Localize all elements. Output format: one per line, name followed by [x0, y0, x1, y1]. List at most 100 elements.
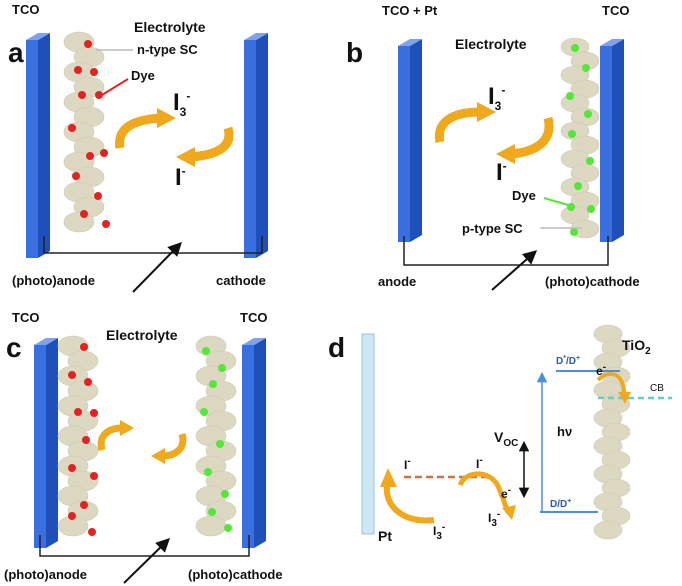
panel-c-letter: c: [6, 332, 22, 363]
dye-molecule: [88, 528, 96, 536]
panel-a-letter: a: [8, 37, 24, 68]
panel-c-photoanode-label: (photo)anode: [4, 567, 87, 582]
panel-a-cathode-tco-electrode: [244, 33, 268, 258]
dye-molecule: [204, 468, 212, 476]
dye-molecule: [90, 68, 98, 76]
dye-molecule: [587, 205, 595, 213]
panel-c-n-type-particle-chain: [57, 335, 99, 537]
panel-b-external-circuit: [403, 236, 609, 266]
dye-molecule: [100, 149, 108, 157]
semiconductor-particle: [63, 211, 95, 233]
panel-a-n-type-particle-chain: [63, 31, 105, 233]
panel-d-cb-label: CB: [650, 383, 664, 394]
panel-d-regeneration-arrow: [457, 471, 516, 520]
panel-d-hv-label: hν: [557, 424, 572, 439]
panel-d-electron-to-redox: e-: [501, 485, 511, 501]
dye-molecule: [584, 110, 592, 118]
panel-b-anode-tco-pt-electrode: [398, 39, 422, 242]
panel-a-iodide-ion: I-: [175, 164, 186, 191]
dye-molecule: [84, 378, 92, 386]
panel-b: b TCO + Pt TCO Electrolyte I3- I-: [346, 3, 640, 291]
panel-b-letter: b: [346, 37, 363, 68]
dye-molecule: [68, 464, 76, 472]
panel-d-ground-state-label: D/D+: [550, 498, 571, 510]
panel-d-excited-state-label: D*/D+: [556, 355, 580, 367]
panel-d-iodide-right: I-: [476, 455, 483, 471]
dye-molecule: [218, 364, 226, 372]
panel-a: a TCO Electrolyte n-type SC Dye I3-: [8, 2, 268, 293]
dye-molecule: [80, 343, 88, 351]
dye-molecule: [102, 220, 110, 228]
panel-a-electrolyte-label: Electrolyte: [134, 19, 206, 35]
dye-molecule: [68, 512, 76, 520]
dye-molecule: [68, 124, 76, 132]
dye-molecule: [84, 40, 92, 48]
panel-c-external-circuit: [39, 535, 250, 557]
panel-b-tco-pt-label: TCO + Pt: [382, 3, 438, 18]
semiconductor-particle: [570, 219, 600, 239]
dye-molecule: [95, 91, 103, 99]
panel-c-light-arrow: [123, 538, 171, 584]
panel-c-p-type-particle-chain: [195, 335, 237, 537]
semiconductor-particle: [593, 520, 623, 540]
panel-c-electrolyte-label: Electrolyte: [106, 327, 178, 343]
panel-d-reduction-arrow: [380, 468, 435, 524]
panel-c-photocathode-label: (photo)cathode: [188, 567, 283, 582]
panel-a-anode-tco-electrode: [26, 33, 50, 258]
dye-molecule: [94, 192, 102, 200]
panel-c-green-dye-dots: [200, 347, 232, 532]
dye-molecule: [568, 130, 576, 138]
panel-a-cathode-label: cathode: [216, 273, 266, 288]
panel-d-triiodide-bottom-right: I3-: [488, 509, 500, 529]
panel-d-letter: d: [328, 332, 345, 363]
panel-c-photoanode-tco-electrode: [34, 338, 58, 548]
panel-b-anode-label: anode: [378, 274, 416, 289]
panel-a-tco-label: TCO: [12, 2, 39, 17]
panel-b-light-arrow: [491, 250, 538, 291]
panel-d-voc-label: VOC: [494, 429, 518, 449]
panel-c-tco-left-label: TCO: [12, 310, 39, 325]
panel-a-n-type-sc-label: n-type SC: [137, 42, 198, 57]
panel-c-redox-arrows: [97, 420, 187, 464]
panel-d-tio2-label: TiO2: [622, 337, 651, 357]
panel-a-redox-cycle-arrows: [115, 108, 234, 167]
dye-molecule: [208, 508, 216, 516]
panel-b-dye-label: Dye: [512, 188, 536, 203]
panel-b-photocathode-label: (photo)cathode: [545, 274, 640, 289]
dye-molecule: [74, 408, 82, 416]
dye-molecule: [68, 371, 76, 379]
panel-a-red-dye-dots: [68, 40, 110, 228]
panel-d-triiodide-bottom-left: I3-: [433, 522, 445, 542]
panel-b-electrolyte-label: Electrolyte: [455, 36, 527, 52]
dye-molecule: [586, 157, 594, 165]
dye-molecule: [202, 347, 210, 355]
panel-d: d Pt TiO2 D*/D+ D/D+ hν CB e- VOC: [328, 324, 672, 544]
panel-b-iodide-ion: I-: [496, 159, 507, 186]
semiconductor-particle: [195, 515, 227, 537]
dye-molecule: [90, 472, 98, 480]
panel-b-green-dye-dots: [566, 44, 595, 236]
dye-molecule: [200, 408, 208, 416]
panel-d-iodide-left: I-: [404, 456, 411, 472]
dye-molecule: [78, 91, 86, 99]
panel-d-pt-label: Pt: [378, 528, 392, 544]
dye-molecule: [570, 228, 578, 236]
panel-c-red-dye-dots: [68, 343, 98, 536]
panel-b-p-type-sc-label: p-type SC: [462, 221, 523, 236]
dye-molecule: [574, 182, 582, 190]
panel-b-photocathode-tco-electrode: [600, 39, 624, 242]
dye-molecule: [80, 501, 88, 509]
dye-molecule: [209, 380, 217, 388]
panel-c-tco-right-label: TCO: [240, 310, 267, 325]
panel-d-tio2-particle-chain: [593, 324, 631, 540]
panel-b-tco-label: TCO: [602, 3, 629, 18]
dye-molecule: [224, 524, 232, 532]
panel-b-redox-cycle-arrows: [434, 102, 554, 164]
dye-molecule: [216, 440, 224, 448]
panel-a-photoanode-label: (photo)anode: [12, 273, 95, 288]
panel-a-triiodide-ion: I3-: [173, 89, 190, 119]
panel-d-injected-electron: e-: [596, 362, 606, 378]
dye-molecule: [221, 490, 229, 498]
dye-molecule: [72, 172, 80, 180]
